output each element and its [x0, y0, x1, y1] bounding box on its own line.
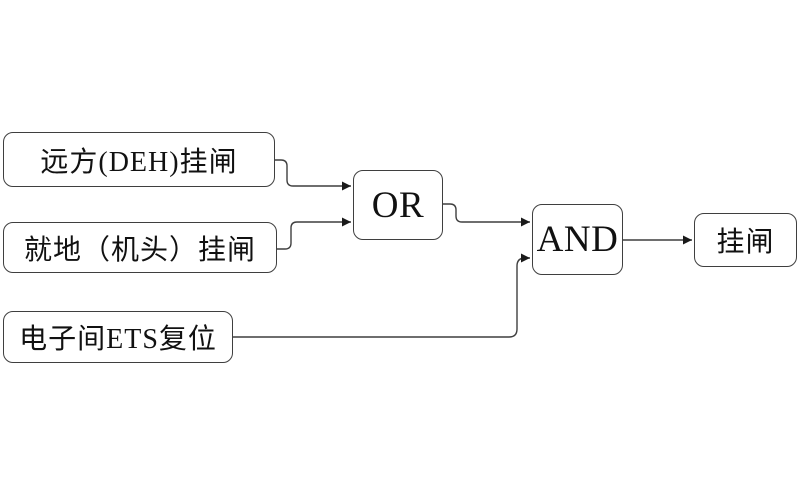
edge-or-to-and [443, 203, 530, 227]
node-input-local-head: 就地（机头）挂闸 [3, 222, 277, 273]
node-label: AND [536, 219, 619, 260]
edge-local-head-to-or [277, 217, 351, 250]
node-input-ets-reset: 电子间ETS复位 [3, 311, 233, 363]
node-and-gate: AND [532, 204, 623, 275]
edge-ets-reset-to-and [233, 253, 530, 338]
node-label: OR [371, 184, 425, 226]
node-output-latch: 挂闸 [694, 213, 797, 267]
node-or-gate: OR [353, 170, 443, 240]
node-label: 挂闸 [716, 227, 775, 258]
node-label: 远方(DEH)挂闸 [40, 146, 238, 178]
node-label: 电子间ETS复位 [19, 324, 217, 355]
edge-remote-deh-to-or [275, 159, 351, 191]
node-input-remote-deh: 远方(DEH)挂闸 [3, 132, 275, 187]
node-label: 就地（机头）挂闸 [23, 234, 256, 266]
